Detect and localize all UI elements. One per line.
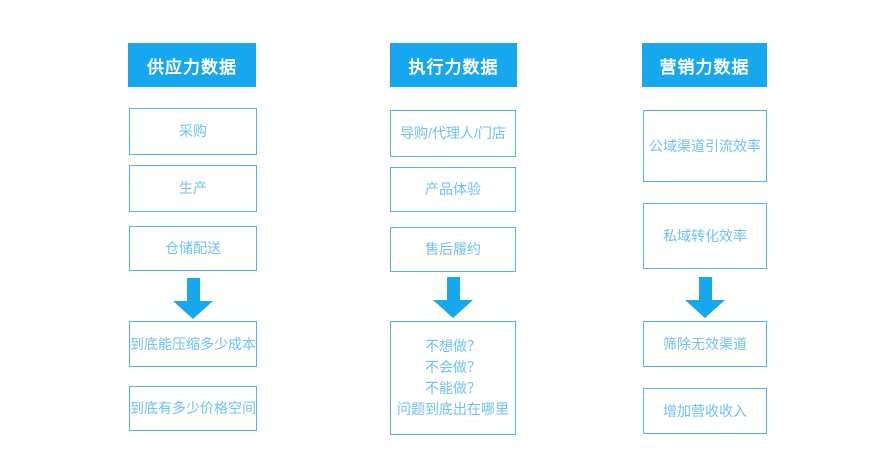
result-box-price-space: 到底有多少价格空间	[129, 386, 257, 431]
column-header-execution: 执行力数据	[390, 43, 517, 87]
flow-box-warehousing: 仓储配送	[129, 226, 257, 271]
flow-box-production: 生产	[129, 165, 257, 212]
result-box-increase-revenue: 增加营收收入	[643, 388, 767, 434]
result-box-problem-diagnosis: 不想做？ 不会做？ 不能做？ 问题到底出在哪里	[390, 321, 516, 435]
column-header-supply: 供应力数据	[128, 43, 256, 87]
flow-box-product-experience: 产品体验	[390, 167, 516, 212]
column-header-marketing: 营销力数据	[642, 43, 767, 87]
result-line: 不会做？	[425, 359, 481, 375]
flow-box-procurement: 采购	[129, 108, 257, 155]
result-line: 不想做？	[425, 338, 481, 354]
arrow-down-icon	[685, 277, 725, 318]
result-line: 不能做？	[425, 380, 481, 396]
arrow-down-icon	[173, 278, 213, 319]
result-box-filter-channels: 筛除无效渠道	[643, 321, 767, 367]
flow-box-public-channel-efficiency: 公域渠道引流效率	[643, 110, 767, 182]
flow-box-private-conversion-efficiency: 私域转化效率	[643, 203, 767, 269]
flow-box-aftersales: 售后履约	[390, 227, 516, 272]
flow-box-guide-agent-store: 导购/代理人/门店	[390, 110, 516, 157]
result-box-cost-compression: 到底能压缩多少成本	[129, 321, 257, 367]
result-line: 问题到底出在哪里	[397, 401, 509, 417]
arrow-down-icon	[433, 277, 473, 318]
